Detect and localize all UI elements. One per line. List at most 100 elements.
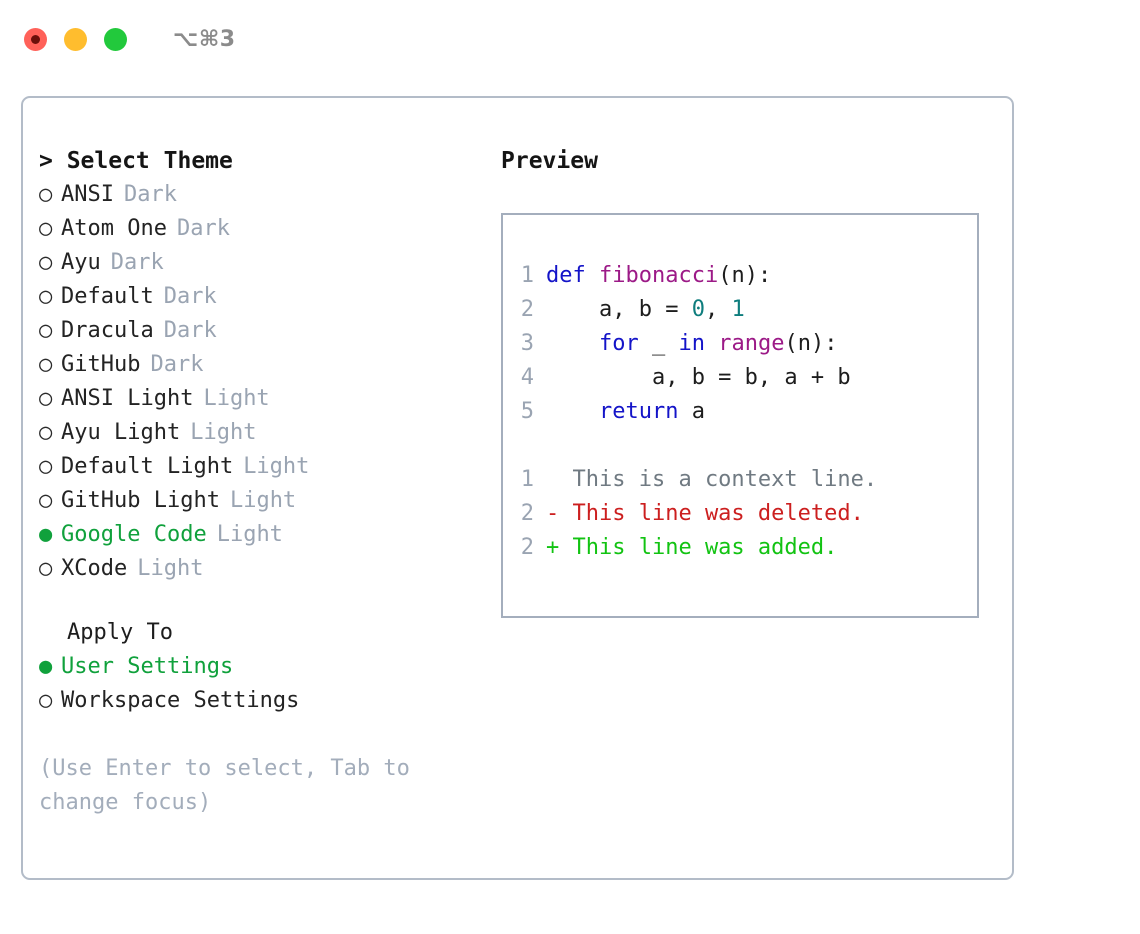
theme-variant-badge: Light [216,522,283,547]
line-number: 5 [520,399,534,424]
line-number: 3 [520,331,534,356]
apply-to-option-label: User Settings [61,654,234,679]
diff-line-text: + This line was added. [546,535,838,560]
theme-variant-badge: Light [190,420,257,445]
apply-to-option-workspace-settings[interactable]: ○ Workspace Settings [39,684,499,718]
maximize-button[interactable] [104,27,127,51]
code-line: 2 a, b = 0, 1 [503,293,977,327]
radio-unselected-icon[interactable]: ○ [39,318,53,343]
theme-option-label: XCode [61,556,128,581]
theme-option-label: Google Code [61,522,207,547]
theme-option-ayu[interactable]: ○ Ayu Dark [39,246,499,280]
code-token-kw: for [598,331,639,356]
radio-unselected-icon[interactable]: ○ [39,216,53,241]
code-token-pl: a, b = b, a + b [546,365,851,390]
radio-unselected-icon[interactable]: ○ [39,420,53,445]
theme-option-label: ANSI [61,182,114,207]
code-token-pl: a [678,399,705,424]
line-number: 4 [520,365,534,390]
code-token-fn: range [718,331,785,356]
code-token-num: 0 [691,297,705,322]
radio-unselected-icon[interactable]: ○ [39,182,53,207]
radio-selected-icon[interactable]: ● [39,654,53,679]
code-token-pl [705,331,718,356]
theme-variant-badge: Dark [163,318,217,343]
theme-option-default[interactable]: ○ Default Dark [39,280,499,314]
code-token-pl: a, b = [546,297,692,322]
theme-option-github-light[interactable]: ○ GitHub Light Light [39,484,499,518]
theme-variant-badge: Dark [123,182,177,207]
theme-option-ansi-light[interactable]: ○ ANSI Light Light [39,382,499,416]
radio-unselected-icon[interactable]: ○ [39,688,53,713]
radio-unselected-icon[interactable]: ○ [39,284,53,309]
preview-heading: Preview [501,148,598,174]
apply-to-option-user-settings[interactable]: ● User Settings [39,650,499,684]
minimize-button[interactable] [64,27,87,51]
theme-variant-badge: Dark [150,352,204,377]
close-button[interactable] [24,27,47,51]
theme-option-label: GitHub Light [61,488,220,513]
theme-variant-badge: Light [229,488,297,513]
theme-option-label: Ayu Light [61,420,181,445]
diff-line-add: 2 + This line was added. [503,531,977,565]
radio-unselected-icon[interactable]: ○ [39,352,53,377]
code-token-kw: return [598,399,679,424]
code-line-text: a, b = 0, 1 [546,293,745,327]
code-token-pl: , [704,297,732,322]
code-token-pl [546,399,599,424]
theme-option-label: Atom One [61,216,167,241]
line-number: 2 [520,501,534,526]
theme-option-google-code[interactable]: ● Google Code Light [39,518,499,552]
code-token-fn: fibonacci [598,263,719,288]
theme-option-label: Dracula [61,318,154,343]
code-line: 4 a, b = b, a + b [503,361,977,395]
preview-spacer [503,429,977,463]
diff-line-del: 2 - This line was deleted. [503,497,977,531]
theme-option-label: ANSI Light [61,386,194,411]
code-token-pl: (n): [784,331,838,356]
theme-option-ansi[interactable]: ○ ANSI Dark [39,178,499,212]
theme-option-dracula[interactable]: ○ Dracula Dark [39,314,499,348]
radio-unselected-icon[interactable]: ○ [39,454,53,479]
apply-to-heading: Apply To [67,620,173,645]
radio-unselected-icon[interactable]: ○ [39,488,53,513]
diff-line-text: This is a context line. [546,467,878,492]
code-token-pl: (n): [718,263,772,288]
radio-unselected-icon[interactable]: ○ [39,556,53,581]
code-token-pl [546,331,599,356]
apply-to-list[interactable]: ● User Settings ○ Workspace Settings [39,650,499,718]
radio-unselected-icon[interactable]: ○ [39,250,53,275]
code-line-text: def fibonacci(n): [546,259,771,293]
line-number: 1 [520,467,534,492]
select-theme-heading: > Select Theme [39,148,233,174]
theme-option-label: Ayu [61,250,101,275]
recording-dot-icon [31,34,40,44]
radio-unselected-icon[interactable]: ○ [39,386,53,411]
theme-option-atom-one[interactable]: ○ Atom One Dark [39,212,499,246]
code-token-kw: def [546,263,599,288]
theme-variant-badge: Light [203,386,270,411]
theme-variant-badge: Light [137,556,204,581]
diff-line-context: 1 This is a context line. [503,463,977,497]
theme-variant-badge: Dark [110,250,164,275]
titlebar: ⌥⌘3 [0,0,1140,78]
theme-option-ayu-light[interactable]: ○ Ayu Light Light [39,416,499,450]
line-number: 2 [520,535,534,560]
theme-option-label: Default [61,284,154,309]
theme-variant-badge: Dark [176,216,230,241]
diff-line-text: - This line was deleted. [546,501,864,526]
code-line: 3 for _ in range(n): [503,327,977,361]
theme-variant-badge: Dark [163,284,217,309]
radio-selected-icon[interactable]: ● [39,522,53,547]
keyboard-hint-text: (Use Enter to select, Tab to change focu… [39,756,424,815]
theme-option-xcode[interactable]: ○ XCode Light [39,552,499,586]
apply-to-option-label: Workspace Settings [61,688,300,713]
